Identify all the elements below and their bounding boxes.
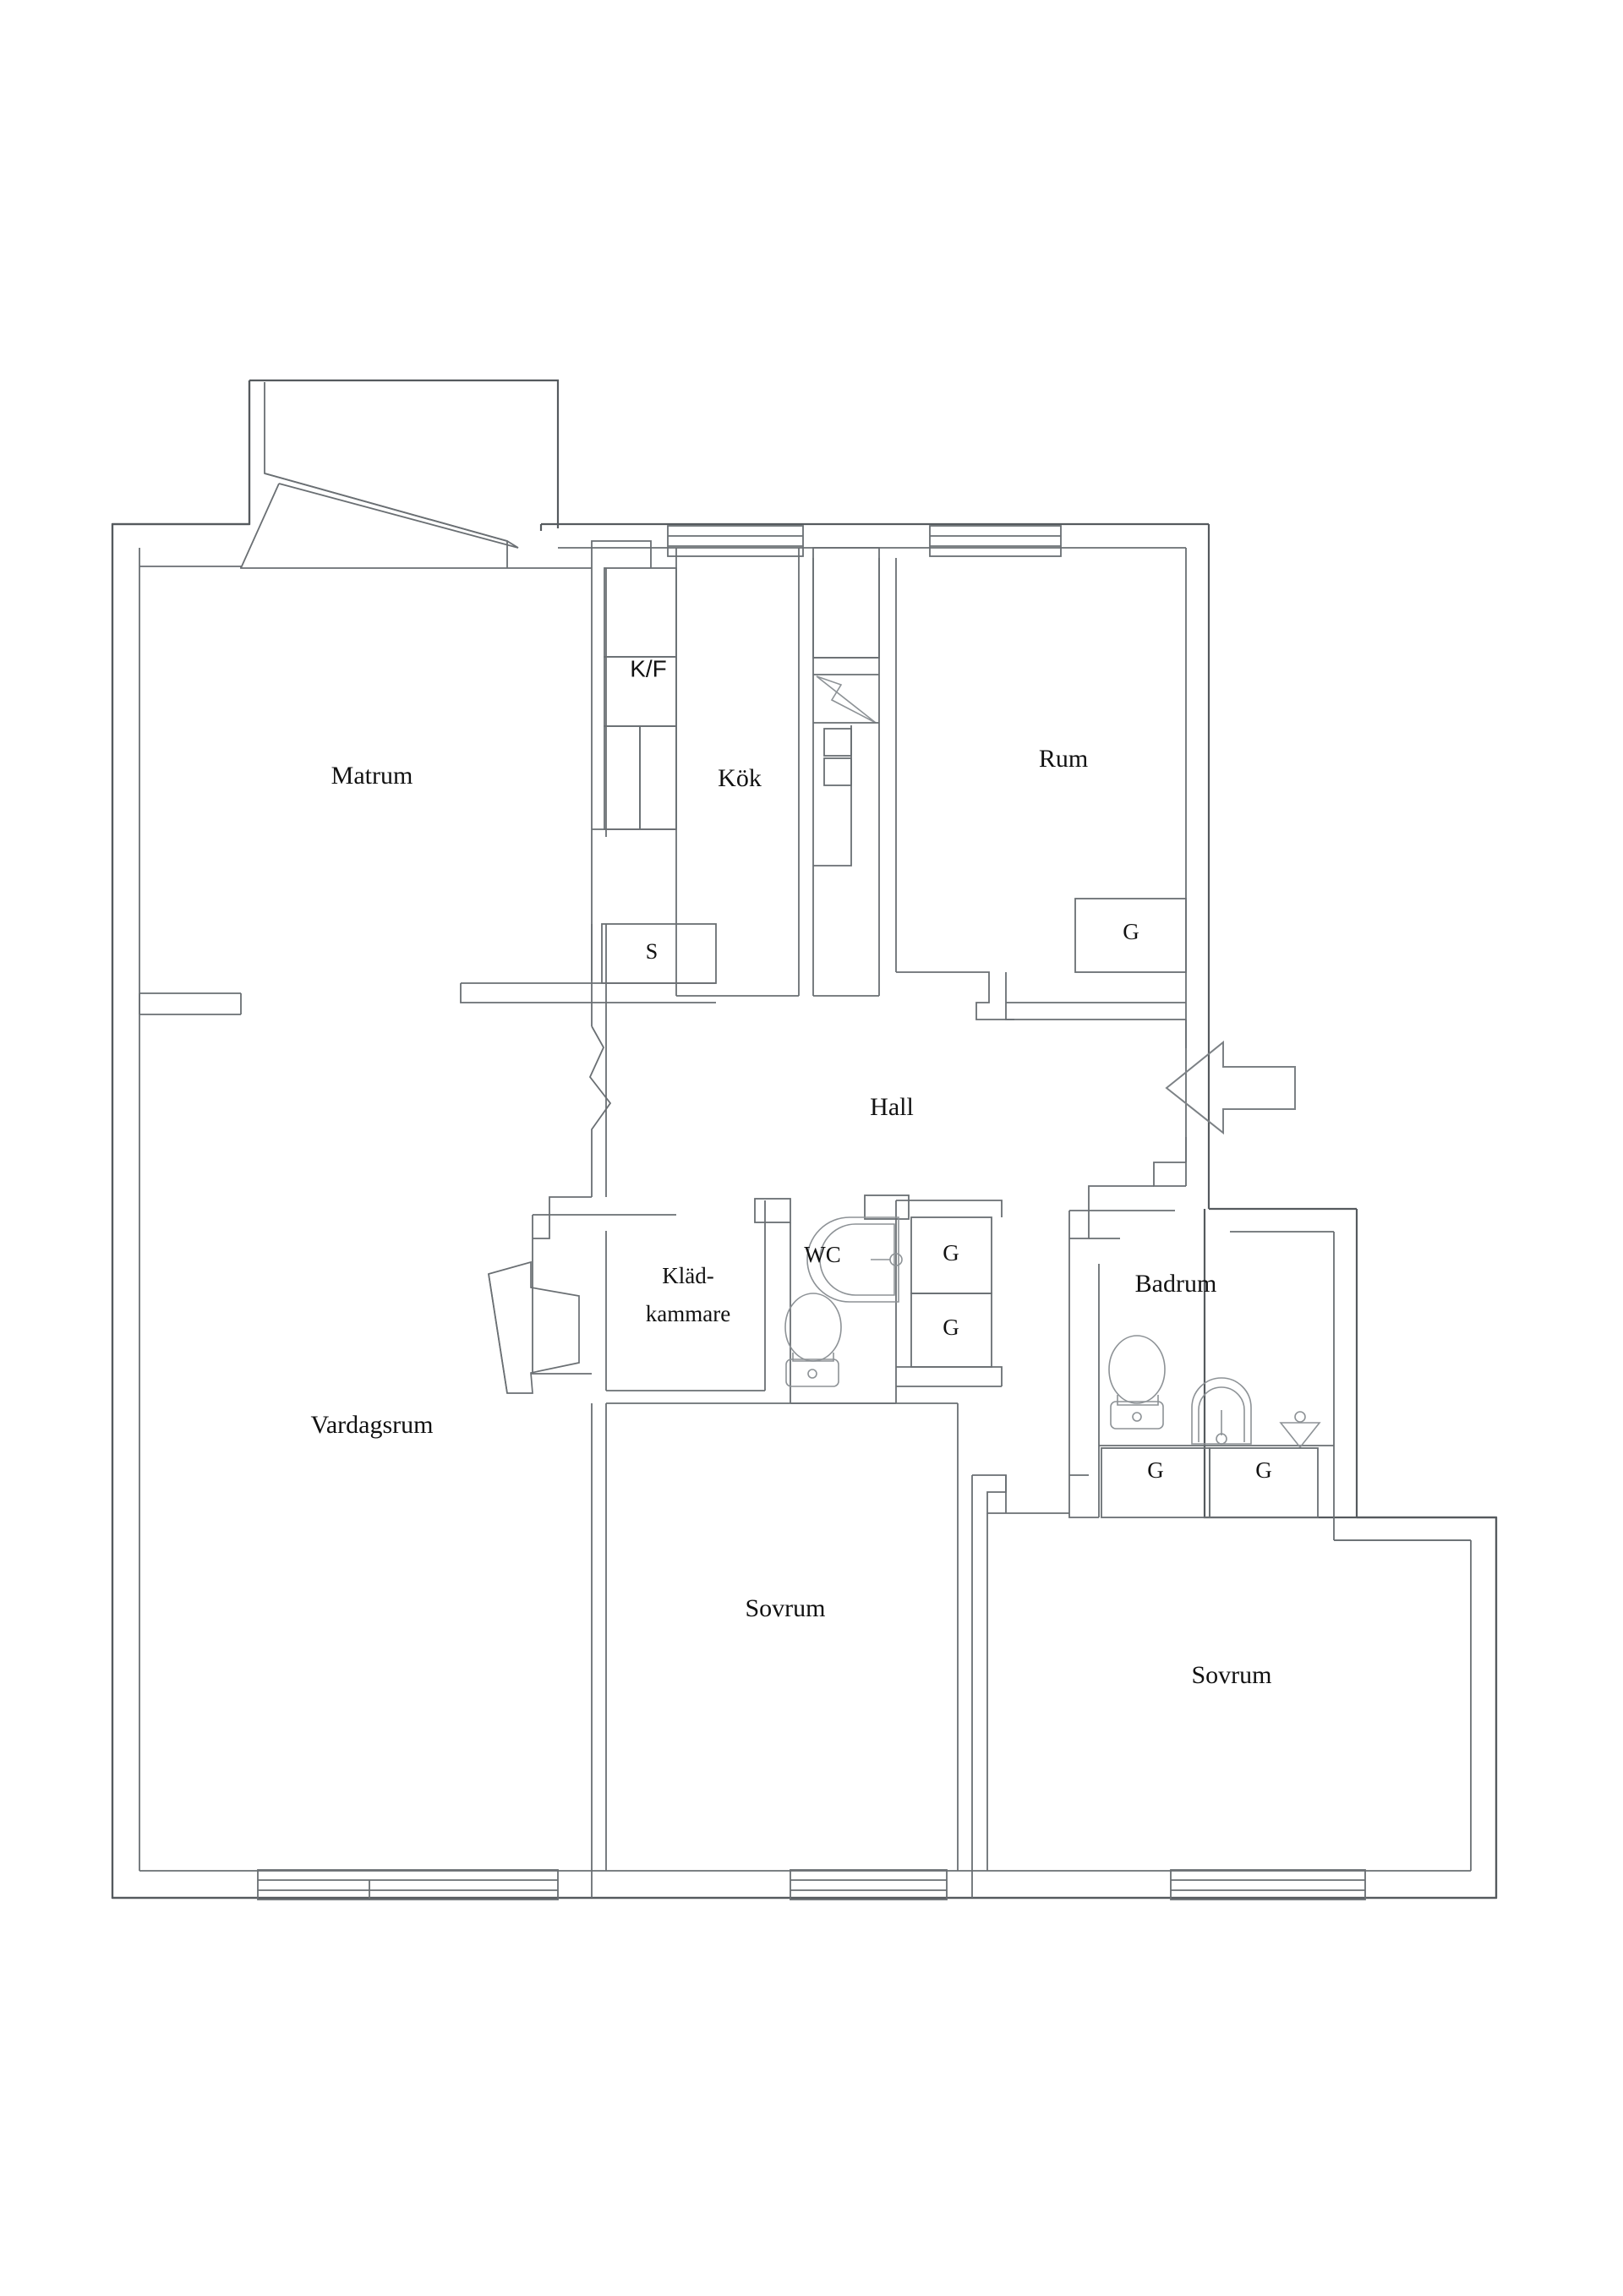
label-g-badrum-left: G [1147, 1457, 1164, 1483]
label-wc: WC [804, 1242, 841, 1267]
room-sovrum-mid [591, 1402, 973, 1898]
room-rum [895, 558, 1187, 1048]
label-kladkammare-1: Kläd- [662, 1263, 713, 1288]
label-vardagsrum: Vardagsrum [311, 1411, 434, 1439]
room-kok [675, 548, 880, 997]
label-sovrum-right: Sovrum [1191, 1661, 1271, 1689]
badrum-sink-icon [1191, 1377, 1252, 1445]
entrance-arrow [1165, 1040, 1296, 1135]
label-kf: K/F [630, 655, 667, 681]
label-kok: Kök [718, 764, 762, 792]
badrum-toilet-icon [1108, 1335, 1166, 1430]
label-g-wc-bottom: G [943, 1315, 959, 1340]
label-sovrum-mid: Sovrum [745, 1594, 825, 1622]
window-bottom-2 [790, 1869, 948, 1900]
label-g-badrum-right: G [1255, 1457, 1272, 1483]
label-g-wc-top: G [943, 1240, 959, 1266]
floor-drain-icon [1279, 1411, 1321, 1449]
wc-toilet-icon [784, 1293, 842, 1387]
hall-recess-walls [1068, 1137, 1187, 1239]
stove-symbol [816, 675, 877, 724]
wardrobes-wc [896, 1200, 1003, 1387]
windows [257, 525, 1366, 1900]
label-matrum: Matrum [331, 762, 413, 790]
exterior-walls [111, 380, 1498, 1900]
room-kladkammare [605, 1198, 791, 1391]
exterior-wall-inner-edge [139, 547, 1472, 1872]
label-storage-s: S [646, 939, 658, 964]
wardrobes-badrum [1068, 1446, 1319, 1518]
kitchen-counter [812, 547, 880, 866]
label-kladkammare-2: kammare [646, 1301, 730, 1326]
room-wc [784, 1194, 910, 1404]
storage-s-box [460, 923, 717, 1026]
label-badrum: Badrum [1135, 1270, 1217, 1298]
hall-living-partition [532, 1025, 676, 1375]
kitchen-cabinets-kf [592, 567, 677, 830]
fixture-labels: K/F S G G G G G [630, 655, 1272, 1483]
window-bottom-1 [257, 1869, 559, 1900]
label-g-rum: G [1123, 919, 1139, 944]
door-panel-living [488, 1260, 580, 1394]
wc-sink-icon [806, 1216, 903, 1303]
balcony-outline [240, 379, 560, 569]
room-badrum [1068, 1238, 1334, 1476]
window-top-1 [667, 525, 804, 557]
label-hall: Hall [870, 1093, 914, 1121]
room-matrum [139, 540, 652, 1015]
room-labels: Matrum Kök Rum Hall Vardagsrum Kläd- kam… [311, 745, 1272, 1689]
room-sovrum-right [972, 1474, 1471, 1871]
window-top-2 [929, 525, 1062, 557]
window-bottom-3 [1170, 1869, 1366, 1900]
label-rum: Rum [1039, 745, 1088, 773]
